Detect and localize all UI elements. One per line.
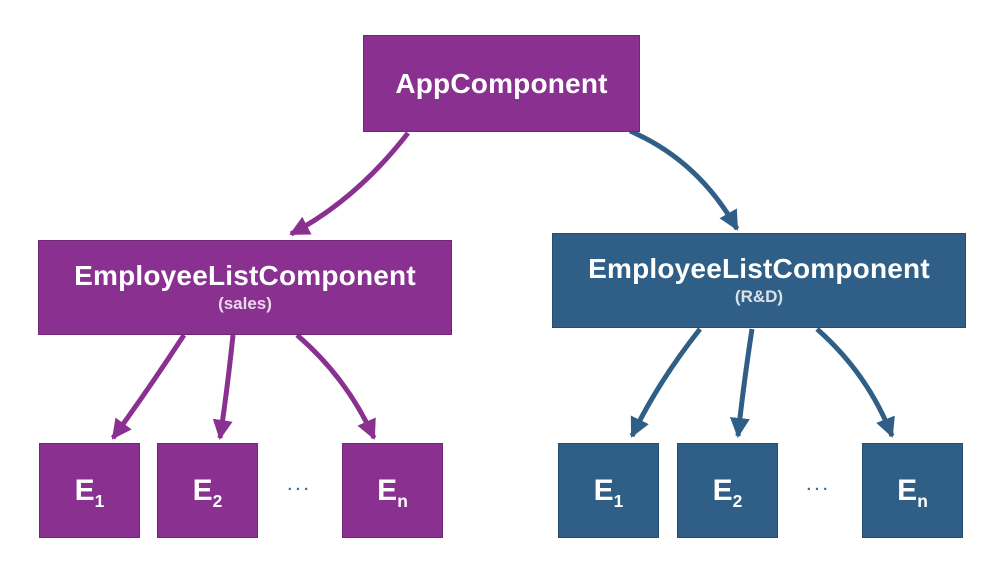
edge-sales-to-e1 — [110, 333, 187, 440]
node-app-component: AppComponent — [363, 35, 640, 132]
node-label: AppComponent — [395, 67, 608, 99]
edge-sales-to-e2 — [212, 334, 236, 440]
edge-app-to-rnd-list — [629, 128, 740, 231]
leaf-sales-e1: E1 — [39, 443, 140, 538]
leaf-rnd-e1: E1 — [558, 443, 659, 538]
ellipsis-sales: ... — [287, 477, 313, 494]
node-label: EmployeeListComponent — [74, 259, 416, 291]
edge-sales-to-en — [295, 333, 377, 440]
edge-rnd-to-e1 — [629, 327, 702, 438]
leaf-rnd-en: En — [862, 443, 963, 538]
node-label: EmployeeListComponent — [588, 252, 930, 284]
edge-app-to-sales-list — [289, 131, 410, 237]
node-employee-list-rnd: EmployeeListComponent (R&D) — [552, 233, 966, 328]
node-sublabel: (sales) — [218, 293, 272, 313]
leaf-sales-e2: E2 — [157, 443, 258, 538]
leaf-sales-en: En — [342, 443, 443, 538]
leaf-label: E2 — [712, 473, 743, 511]
node-employee-list-sales: EmployeeListComponent (sales) — [38, 240, 452, 335]
leaf-label: E1 — [593, 473, 624, 511]
leaf-label: E1 — [74, 473, 105, 511]
leaf-label: En — [377, 473, 408, 511]
leaf-label: En — [897, 473, 928, 511]
leaf-rnd-e2: E2 — [677, 443, 778, 538]
ellipsis-rnd: ... — [806, 477, 832, 494]
node-sublabel: (R&D) — [734, 286, 784, 306]
edge-rnd-to-e2 — [729, 328, 755, 438]
edge-rnd-to-en — [815, 327, 895, 438]
leaf-label: E2 — [192, 473, 223, 511]
